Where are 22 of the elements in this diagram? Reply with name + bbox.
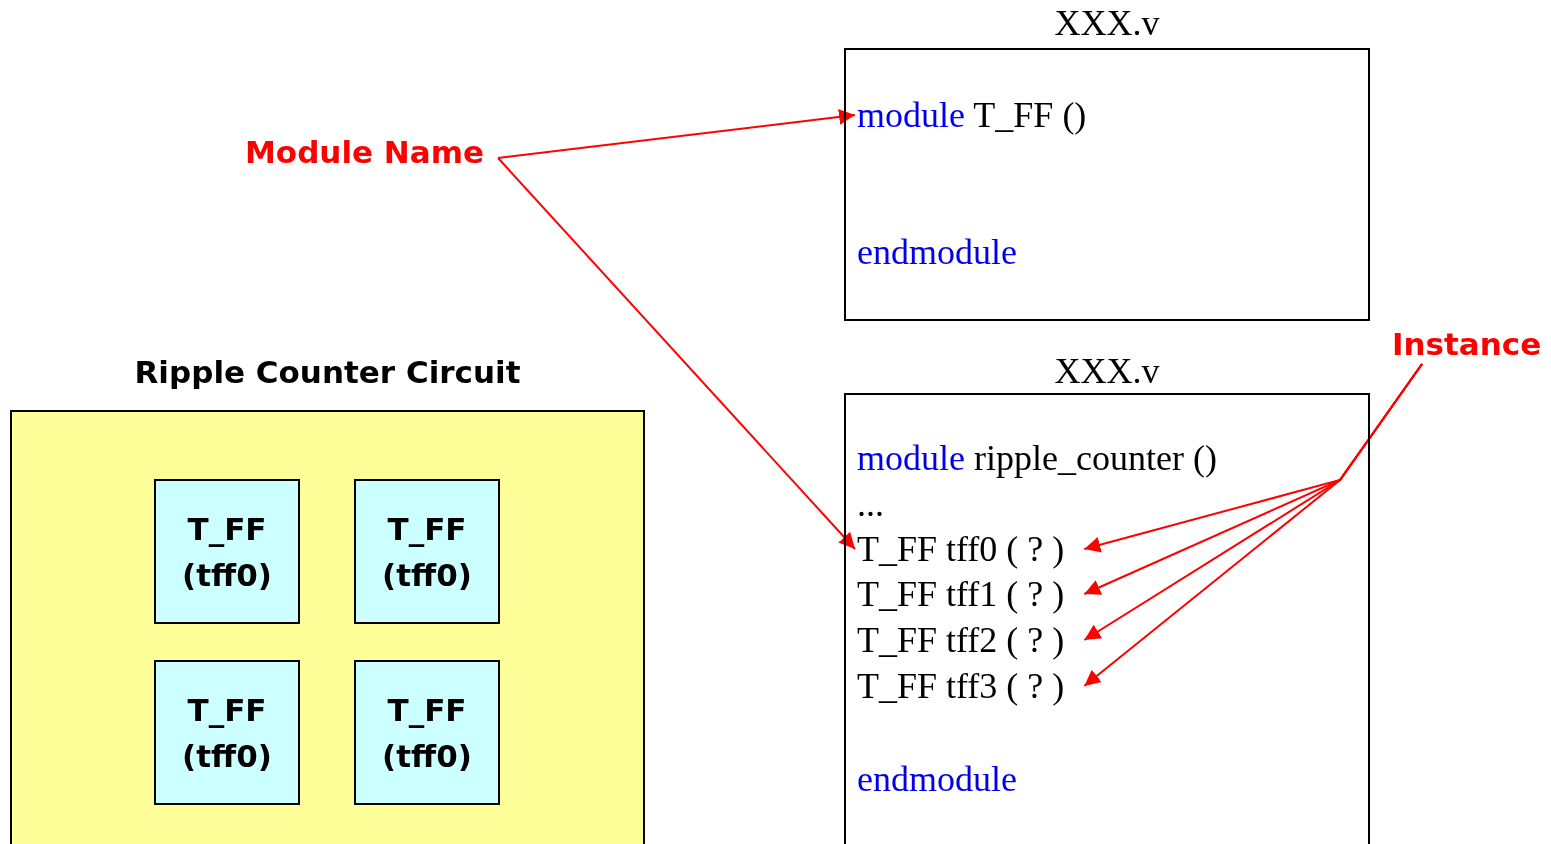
leader-arrow [497,108,856,159]
code-line: endmodule [857,758,1017,800]
code-line: T_FF tff3 ( ? ) [857,665,1065,707]
code-keyword: module [857,95,965,135]
file-name: XXX.v [1053,2,1161,44]
code-text: ripple_counter () [974,438,1217,478]
code-line: T_FF tff0 ( ? ) [857,528,1065,570]
code-line: endmodule [857,231,1017,273]
code-keyword: module [857,438,965,478]
flip-flop-block: T_FF (tff0) [354,479,500,624]
flip-flop-block: T_FF (tff0) [154,660,300,805]
callout-label: Instance [1392,326,1542,362]
circuit-title: Ripple Counter Circuit [133,354,522,390]
code-line: ... [857,483,884,525]
callout-label: Module Name [245,134,485,170]
leader-arrow [497,157,856,550]
flip-flop-block: T_FF (tff0) [154,479,300,624]
code-line: T_FF tff2 ( ? ) [857,619,1065,661]
file-name: XXX.v [1053,350,1161,392]
flip-flop-block: T_FF (tff0) [354,660,500,805]
code-line: T_FF tff1 ( ? ) [857,573,1065,615]
code-text: T_FF () [973,95,1087,135]
